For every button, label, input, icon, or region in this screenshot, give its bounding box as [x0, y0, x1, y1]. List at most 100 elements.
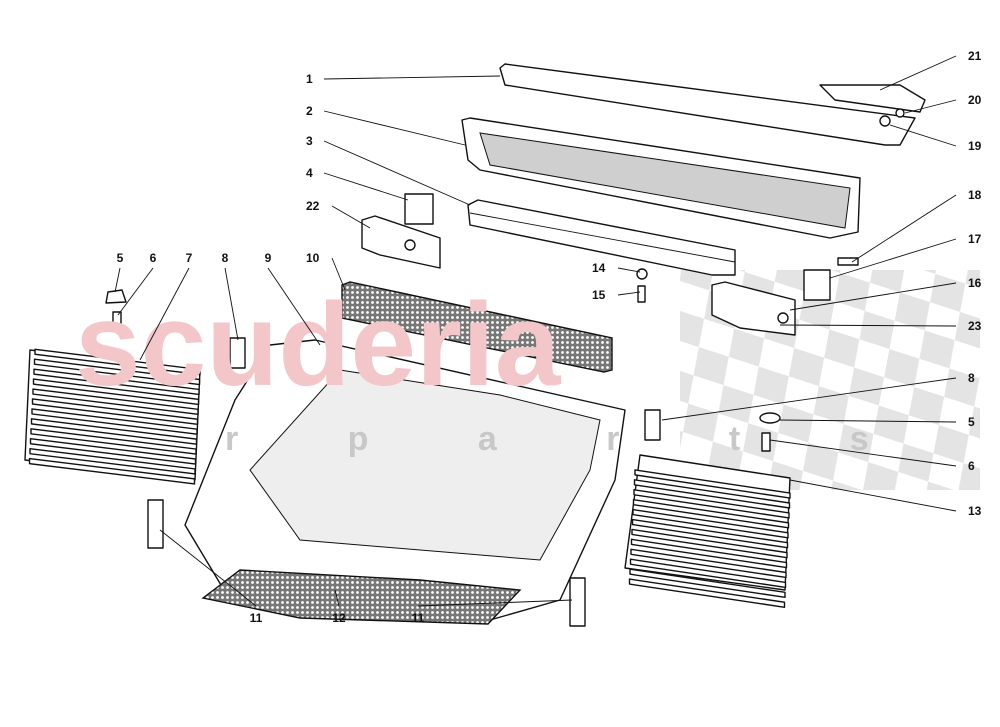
part-21-bracket: [819, 84, 926, 113]
callout-4: 4: [306, 166, 313, 180]
leader-line: [323, 172, 409, 201]
leader-line: [779, 419, 957, 423]
grille-slat: [31, 408, 198, 435]
callout-1: 1: [306, 72, 313, 86]
callout-9: 9: [265, 251, 272, 265]
callout-14: 14: [592, 261, 606, 275]
leader-line: [779, 324, 957, 327]
grille-slat: [632, 498, 790, 529]
watermark: scuderia r p a r t s: [75, 279, 869, 458]
leader-line: [117, 267, 154, 316]
part-13-grille: [624, 454, 791, 608]
leader-line: [224, 267, 239, 341]
leader-line: [331, 257, 346, 291]
callout-11: 11: [250, 611, 263, 625]
grille-slat: [631, 528, 788, 559]
leader-line: [879, 55, 957, 91]
part-8-clip-right: [644, 409, 661, 441]
grille-slat: [634, 469, 791, 499]
leader-line: [114, 267, 121, 293]
part-10-mesh: [341, 281, 613, 373]
leader-line: [789, 479, 957, 512]
part-20-washer: [895, 108, 905, 118]
callout-10: 10: [306, 251, 320, 265]
grille-slat: [28, 457, 196, 485]
callout-2: 2: [306, 104, 313, 118]
part-22-bracket: [361, 215, 441, 269]
callout-23: 23: [968, 319, 982, 333]
grille-slat: [629, 568, 786, 599]
grille-slat: [33, 368, 200, 396]
leader-line: [323, 75, 501, 80]
leader-line: [904, 99, 957, 114]
part-23-fastener: [777, 312, 789, 324]
grille-slat: [631, 518, 789, 549]
grille-slat: [629, 558, 787, 589]
watermark-brand: scuderia: [75, 279, 562, 411]
part-16-bracket: [711, 281, 796, 336]
leader-line: [323, 110, 466, 146]
leader-line: [139, 267, 190, 361]
callout-5: 5: [968, 415, 975, 429]
part-17-bracket: [803, 269, 831, 301]
callout-11: 11: [412, 611, 425, 625]
grille-slat: [34, 348, 201, 376]
callout-5: 5: [117, 251, 124, 265]
grille-slat: [30, 418, 198, 445]
callout-6: 6: [150, 251, 157, 265]
part-15-bolt: [637, 285, 646, 303]
part-5-clip-right: [759, 412, 781, 424]
part-14-nut: [636, 268, 648, 280]
callout-12: 12: [332, 611, 346, 625]
grille-slat: [32, 388, 199, 416]
leader-line: [661, 377, 957, 421]
leader-line: [159, 529, 257, 607]
callout-20: 20: [968, 93, 982, 107]
callout-6: 6: [968, 459, 975, 473]
callout-17: 17: [968, 232, 982, 246]
part-5-clip-left: [105, 289, 127, 304]
part-1-strip: [499, 63, 916, 146]
leader-line: [617, 267, 641, 273]
callout-21: 21: [968, 49, 982, 63]
leader-line: [334, 589, 340, 607]
leader-line: [417, 599, 573, 607]
leader-line: [851, 194, 957, 263]
part-11-trim-left: [147, 499, 164, 549]
leader-line: [331, 205, 371, 229]
part-12-mesh: [201, 569, 522, 625]
callout-7: 7: [186, 251, 193, 265]
leader-line: [323, 140, 471, 206]
callout-13: 13: [968, 504, 982, 518]
callout-3: 3: [306, 134, 313, 148]
part-6-screw-right: [761, 432, 771, 452]
leader-line: [889, 124, 957, 147]
grille-slat: [29, 438, 197, 465]
part-18-bolt: [837, 257, 859, 266]
callout-18: 18: [968, 188, 982, 202]
grille-slat: [31, 398, 199, 425]
part-11-trim-right: [569, 577, 586, 627]
grille-slat: [630, 548, 787, 579]
callout-8: 8: [222, 251, 229, 265]
grille-slat: [632, 508, 789, 539]
leader-line: [769, 439, 957, 467]
callout-15: 15: [592, 288, 606, 302]
grille-slat: [30, 428, 197, 455]
grille-slat: [633, 489, 790, 519]
grille-slat: [33, 358, 201, 386]
leader-line: [267, 267, 321, 346]
leader-line: [829, 238, 957, 279]
leader-line: [789, 282, 957, 311]
callout-8: 8: [968, 371, 975, 385]
grille-slat: [628, 578, 786, 608]
part-4-bracket: [404, 193, 434, 225]
leader-line: [617, 291, 641, 296]
grille-slat: [630, 538, 788, 569]
callout-22: 22: [306, 199, 320, 213]
grille-slat: [633, 479, 791, 509]
grille-slat: [29, 447, 196, 475]
